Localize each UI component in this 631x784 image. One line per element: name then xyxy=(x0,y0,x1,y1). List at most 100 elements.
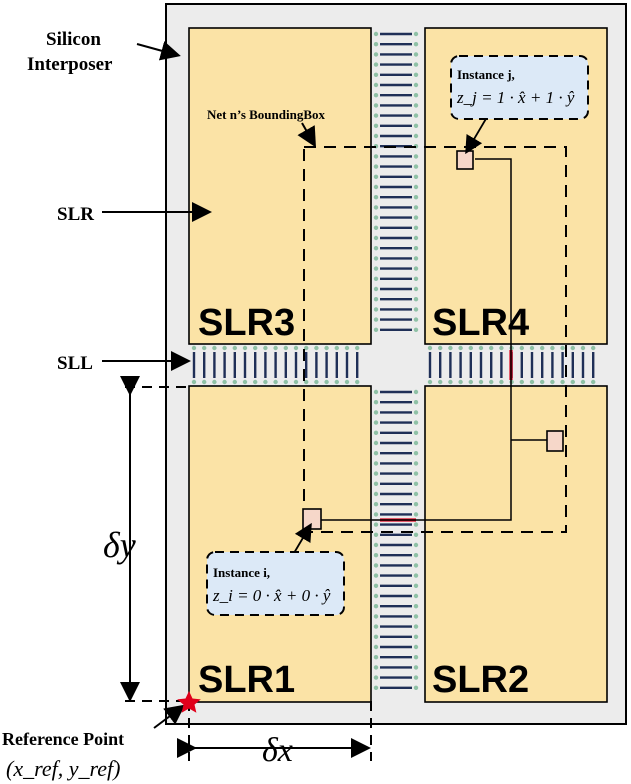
sll-dot xyxy=(242,379,248,385)
sll-dot xyxy=(373,286,379,292)
sll-dot xyxy=(373,307,379,312)
bounding-box-arrow xyxy=(297,122,316,148)
silicon-label-line1: Silicon xyxy=(46,29,101,50)
sll-dot xyxy=(373,583,379,588)
sll-dot xyxy=(550,379,555,385)
sll-dot xyxy=(263,345,268,351)
delta-x-label: δx xyxy=(262,732,293,769)
sll-dot xyxy=(413,246,419,251)
sll-dot xyxy=(373,563,379,568)
sll-dot xyxy=(413,451,419,456)
sll-dot xyxy=(373,215,379,220)
sll-dot xyxy=(344,345,350,351)
sll-dot xyxy=(413,72,419,78)
sll-dot xyxy=(273,345,278,351)
sll-dot xyxy=(413,553,419,558)
instance-i-cell xyxy=(302,508,322,530)
sll-dot xyxy=(413,593,419,599)
sll-dot xyxy=(519,379,524,385)
sll-dot xyxy=(413,532,419,537)
sll-dot xyxy=(413,634,419,639)
sll-dot xyxy=(413,286,419,292)
sll-dot xyxy=(413,512,419,517)
sll-dot xyxy=(499,345,504,351)
sll-dot xyxy=(413,389,419,395)
sll-dot xyxy=(413,133,419,139)
sll-dot xyxy=(438,345,443,351)
sll-dot xyxy=(373,655,379,660)
sll-dot xyxy=(570,379,575,385)
sll-dot xyxy=(293,379,299,385)
sll-dot xyxy=(427,345,433,351)
sll-dot xyxy=(373,593,379,599)
sll-dot xyxy=(373,502,379,507)
sll-dot xyxy=(373,103,379,108)
instance-i-equation: z_i = 0 · x̂ + 0 · ŷ xyxy=(212,586,331,605)
sll-dot xyxy=(529,379,535,385)
interposer-arrow xyxy=(136,41,181,61)
sll-dot xyxy=(355,345,360,351)
sll-dot xyxy=(334,345,339,351)
sll-dot xyxy=(373,164,379,169)
sll-dot xyxy=(413,410,419,415)
sll-dot xyxy=(373,205,379,210)
sll-dot xyxy=(373,542,379,548)
sll-dot xyxy=(413,583,419,588)
sll-dot xyxy=(413,164,419,169)
sll-column-lower xyxy=(373,389,419,690)
sll-dot xyxy=(373,461,379,466)
callout-i-pointer xyxy=(293,522,312,554)
sll-dot xyxy=(413,502,419,507)
sll-dot xyxy=(373,246,379,251)
sll-dot xyxy=(413,256,419,261)
sll-dot xyxy=(202,345,207,351)
sll-dot xyxy=(413,644,419,650)
net-route-main xyxy=(313,158,512,521)
sll-dot xyxy=(373,685,379,690)
instance-second-cell xyxy=(546,430,564,452)
instance-j-cell xyxy=(456,150,474,170)
sll-dot xyxy=(373,297,379,302)
sll-dot xyxy=(413,604,419,609)
sll-dot xyxy=(314,379,319,385)
sll-dot xyxy=(413,235,419,241)
sll-dot xyxy=(373,604,379,609)
sll-dot xyxy=(373,31,379,37)
sll-dot xyxy=(222,379,227,385)
sll-dot xyxy=(373,93,379,98)
sll-row-left xyxy=(191,345,360,385)
sll-dot xyxy=(293,345,299,351)
sll-dot xyxy=(373,532,379,537)
sll-dot xyxy=(344,379,350,385)
sll-dot xyxy=(413,113,419,118)
sll-dot xyxy=(413,276,419,281)
sll-dot xyxy=(273,379,278,385)
sll-dot xyxy=(540,345,545,351)
sll-dot xyxy=(499,379,504,385)
slr-label: SLR xyxy=(57,204,94,225)
sll-dot xyxy=(373,410,379,415)
sll-dot xyxy=(540,379,545,385)
sll-label: SLL xyxy=(57,353,93,374)
sll-dot xyxy=(232,345,237,351)
sll-dot xyxy=(413,471,419,476)
sll-dot xyxy=(550,345,555,351)
sll-dot xyxy=(222,345,227,351)
sll-dot xyxy=(413,297,419,302)
sll-dot xyxy=(263,379,268,385)
sll-dot xyxy=(413,31,419,37)
sll-dot xyxy=(373,195,379,200)
sll-dot xyxy=(413,614,419,619)
sll-dot xyxy=(373,42,379,47)
sll-dot xyxy=(413,522,419,527)
sll-dot xyxy=(373,430,379,435)
callout-i-box xyxy=(206,551,345,616)
sll-dot xyxy=(413,655,419,660)
sll-dot xyxy=(413,665,419,670)
slr3-label: SLR3 xyxy=(198,302,295,344)
sll-dot xyxy=(373,573,379,578)
sll-dot xyxy=(242,345,248,351)
sll-dot xyxy=(413,491,419,497)
sll-dot xyxy=(373,174,379,179)
